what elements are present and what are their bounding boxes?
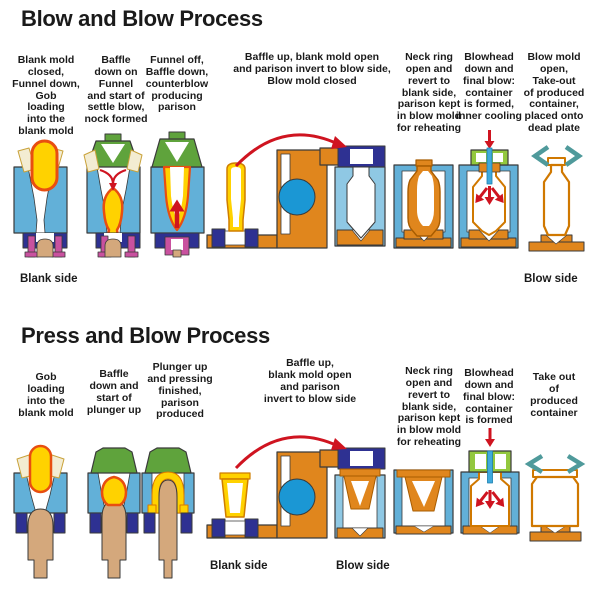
finished-container-icon [530,469,580,528]
inverted-parison-icon [339,468,381,510]
parison-reheating-icon [396,469,451,512]
figure-bb-invert-transfer [206,133,386,249]
figure-bb-step3-counterblow [150,131,205,258]
bb-step5-label: Neck ring open and revert to blank side,… [396,51,462,135]
baffle-icon [144,447,192,474]
bb-step7-label: Blow mold open, Take-out of produced con… [523,51,585,135]
section-title-blow-and-blow: Blow and Blow Process [21,6,263,31]
plunger-icon [101,500,127,579]
pb-step1-label: Gob loading into the blank mold [18,371,74,419]
gob-icon [100,475,128,507]
invert-pivot-icon [278,478,316,516]
pb-step7-label: Take out of produced container [530,371,578,419]
figure-bb-step2-settle-blow [83,133,143,258]
blowhead-icon [470,147,509,185]
figure-pb-step3-pressed [141,447,195,579]
figure-pb-invert-transfer [206,435,386,539]
plunger-icon [158,479,178,579]
takeout-tongs-icon [524,454,586,474]
figure-bb-step1-gob-loading [13,139,68,258]
invert-arrow-icon [234,435,347,470]
pb-step5-label: Neck ring open and revert to blank side,… [396,365,462,449]
bb-step2-label: Baffle down on Funnel and start of settl… [84,54,148,126]
figure-pb-step7-takeout [524,454,586,542]
blowhead-icon [468,450,512,484]
gob-icon [30,139,59,192]
figure-bb-step5-reheat [393,159,454,249]
figure-bb-step6-final-blow [458,130,519,249]
figure-pb-step1-gob-loading [13,444,68,579]
gob-icon [28,444,53,494]
invert-arrow-icon [234,133,347,168]
inverted-parison-icon [346,166,376,239]
pb-step6-label: Blowhead down and final blow: container … [463,367,515,427]
figure-bb-step7-takeout [528,145,585,252]
takeout-tongs-icon [531,145,583,167]
pb-step3-label: Plunger up and pressing finished, pariso… [147,361,213,421]
figure-pb-step2-plunger-start [87,447,141,579]
section-title-press-and-blow: Press and Blow Process [21,323,270,348]
blowhead-down-arrow-icon [485,428,495,447]
invert-pivot-icon [278,178,316,216]
blowhead-down-arrow-icon [484,130,495,149]
pb-blow-side-label: Blow side [336,560,390,572]
pb-step2-label: Baffle down and start of plunger up [86,368,142,416]
settle-blow-arrow-icon [99,168,127,191]
bb-step3-label: Funnel off, Baffle down, counterblow pro… [145,54,209,114]
finished-bottle-icon [542,157,571,237]
plunger-icon [27,508,54,579]
figure-pb-step6-final-blow [460,428,520,535]
funnel-icon [83,149,143,173]
pb-blank-side-label: Blank side [210,560,268,572]
bb-step6-label: Blowhead down and final blow: container … [456,51,522,123]
bb-step4-label: Baffle up, blank mold open and parison i… [233,51,391,87]
bb-blow-side-label: Blow side [524,273,578,285]
bb-blank-side-label: Blank side [20,273,78,285]
neck-ring-icon [24,235,66,258]
baffle-icon [151,131,203,168]
baffle-icon [90,447,138,474]
parison-reheating-icon [407,159,441,237]
pb-step4-label: Baffle up, blank mold open and parison i… [263,357,357,405]
bb-step1-label: Blank mold closed, Funnel down, Gob load… [12,54,80,138]
figure-pb-step5-reheat [393,469,454,535]
parison-icon [219,472,251,518]
